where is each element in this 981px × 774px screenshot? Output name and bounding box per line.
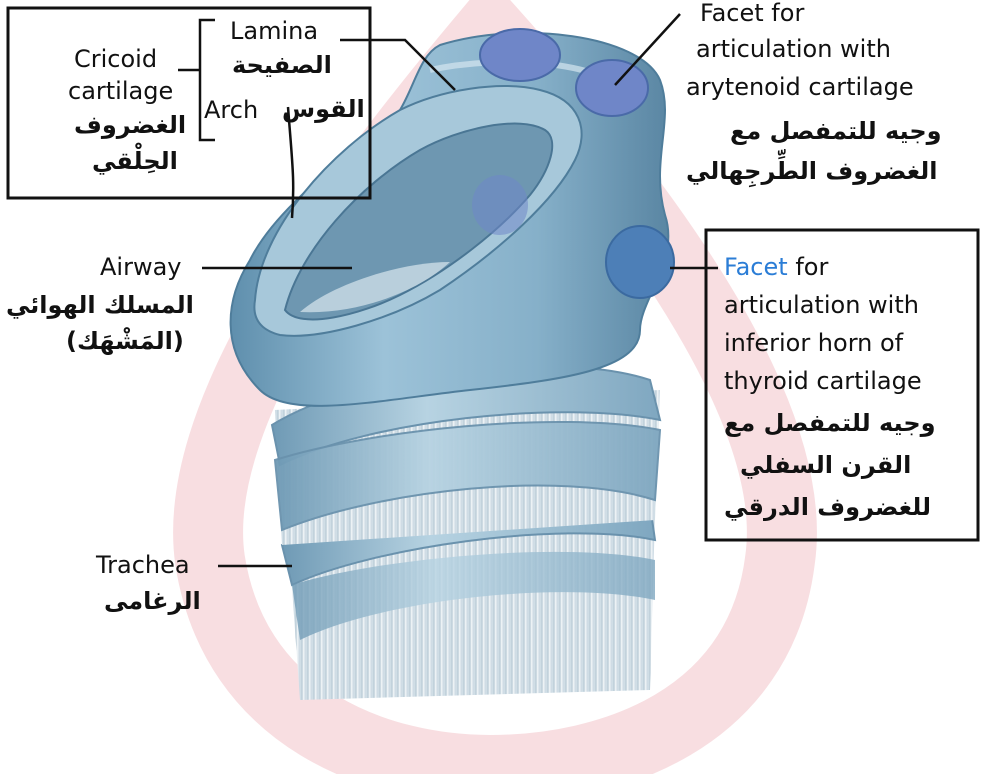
facet-thyroid-label-ar-3: للغضروف الدرقي xyxy=(724,494,931,521)
airway-label-en: Airway xyxy=(100,254,182,281)
facet-thyroid-label-ar-2: القرن السفلي xyxy=(740,452,911,479)
facet-arytenoid-label-en-3: arytenoid cartilage xyxy=(686,74,914,101)
airway-label-ar-2: (المَشْهَك) xyxy=(66,328,184,355)
cricoid-label-ar-2: الحِلْقي xyxy=(92,148,178,175)
facet-thyroid-label-en-2: articulation with xyxy=(724,292,919,319)
lamina-label-ar: الصفيحة xyxy=(232,52,332,79)
arch-label-ar: القوس xyxy=(282,96,365,123)
facet-thyroid-label-en-1: Facet for xyxy=(724,254,828,281)
facet-arytenoid-label-ar-1: وجيه للتمفصل مع xyxy=(730,118,942,145)
trachea-label-ar: الرغامى xyxy=(104,588,201,615)
facet-thyroid-label-en-1b: for xyxy=(788,253,829,281)
cricoid-label-en-1: Cricoid xyxy=(74,46,157,73)
facet-arytenoid-label-en-2: articulation with xyxy=(696,36,891,63)
facet-thyroid-label-ar-1: وجيه للتمفصل مع xyxy=(724,410,936,437)
airway-label-ar-1: المسلك الهوائي xyxy=(6,292,194,319)
facet-arytenoid-label-ar-2: الغضروف الطِّرجِهالي xyxy=(686,158,938,185)
facet-arytenoid-label-en-1: Facet for xyxy=(700,0,804,27)
lamina-label-en: Lamina xyxy=(230,18,318,45)
facet-thyroid-label-en-4: thyroid cartilage xyxy=(724,368,922,395)
cricoid-label-ar-1: الغضروف xyxy=(74,112,186,139)
facet-thyroid-label-en-3: inferior horn of xyxy=(724,330,903,357)
cricoid-label-en-2: cartilage xyxy=(68,78,173,105)
facet-thyroid-label-en-1a: Facet xyxy=(724,253,788,281)
trachea-illustration xyxy=(272,366,660,700)
trachea-label-en: Trachea xyxy=(96,552,190,579)
arch-label-en: Arch xyxy=(204,97,258,124)
